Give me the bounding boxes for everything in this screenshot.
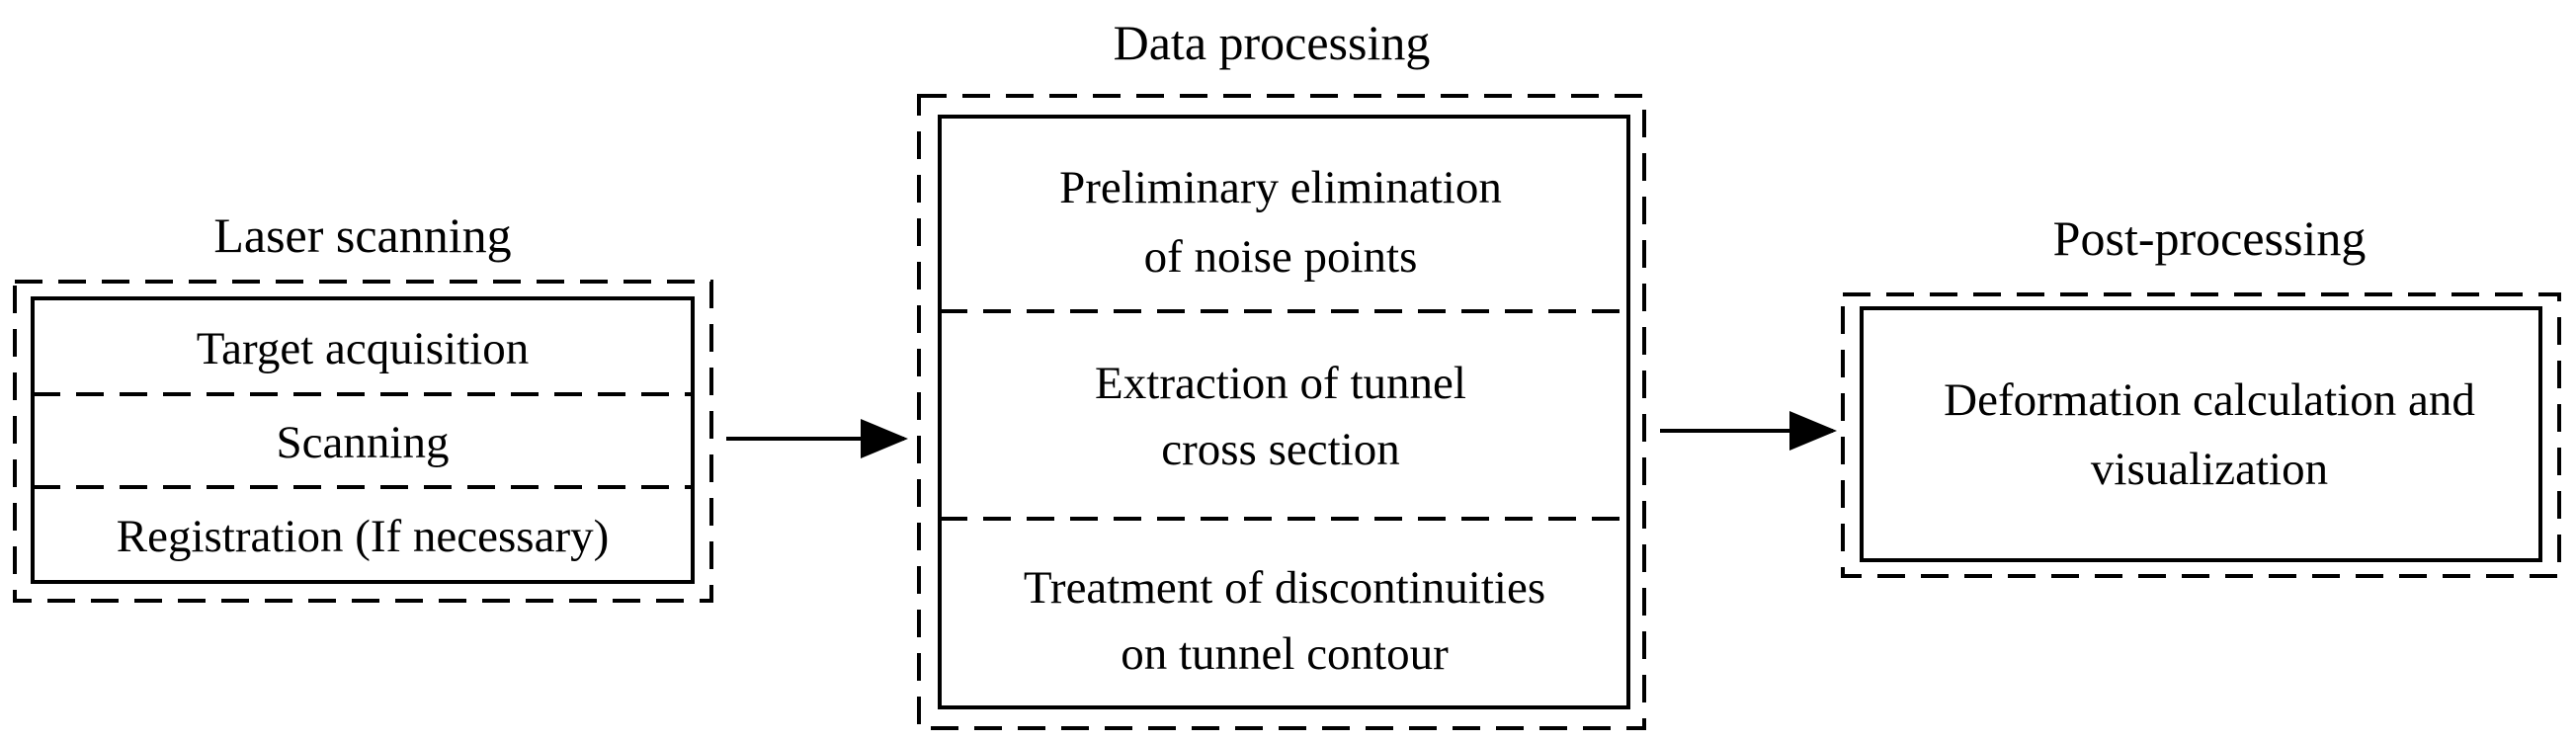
outer-dashed-frame xyxy=(1841,292,2561,578)
step-target-acquisition: Target acquisition xyxy=(197,323,530,374)
step-discontinuities-line-1: Treatment of discontinuities xyxy=(1024,562,1545,614)
stage-post-processing: Post-processing Deformation calculation … xyxy=(1841,210,2561,578)
stage-laser-scanning: Laser scanning Target acquisition Scanni… xyxy=(13,207,713,603)
inner-solid-box xyxy=(31,296,695,584)
stage-title-post-processing: Post-processing xyxy=(2053,210,2367,266)
step-cross-section-line-1: Extraction of tunnel xyxy=(1095,358,1466,409)
step-deformation-line-2: visualization xyxy=(2091,444,2328,495)
stage-title-laser-scanning: Laser scanning xyxy=(213,207,511,263)
step-noise-elimination-line-2: of noise points xyxy=(1144,231,1418,283)
stage-title-data-processing: Data processing xyxy=(1114,15,1431,70)
stage-data-processing: Data processing Preliminary elimination … xyxy=(917,15,1646,730)
inner-solid-box xyxy=(938,115,1630,709)
outer-dashed-frame xyxy=(13,280,713,603)
step-noise-elimination-line-1: Preliminary elimination xyxy=(1059,162,1502,213)
outer-dashed-frame xyxy=(917,94,1646,730)
step-scanning: Scanning xyxy=(277,417,450,468)
step-registration: Registration (If necessary) xyxy=(117,511,610,562)
inner-solid-box xyxy=(1860,306,2542,562)
step-discontinuities-line-2: on tunnel contour xyxy=(1121,628,1449,680)
step-cross-section-line-2: cross section xyxy=(1161,424,1399,475)
step-deformation-line-1: Deformation calculation and xyxy=(1944,374,2475,426)
